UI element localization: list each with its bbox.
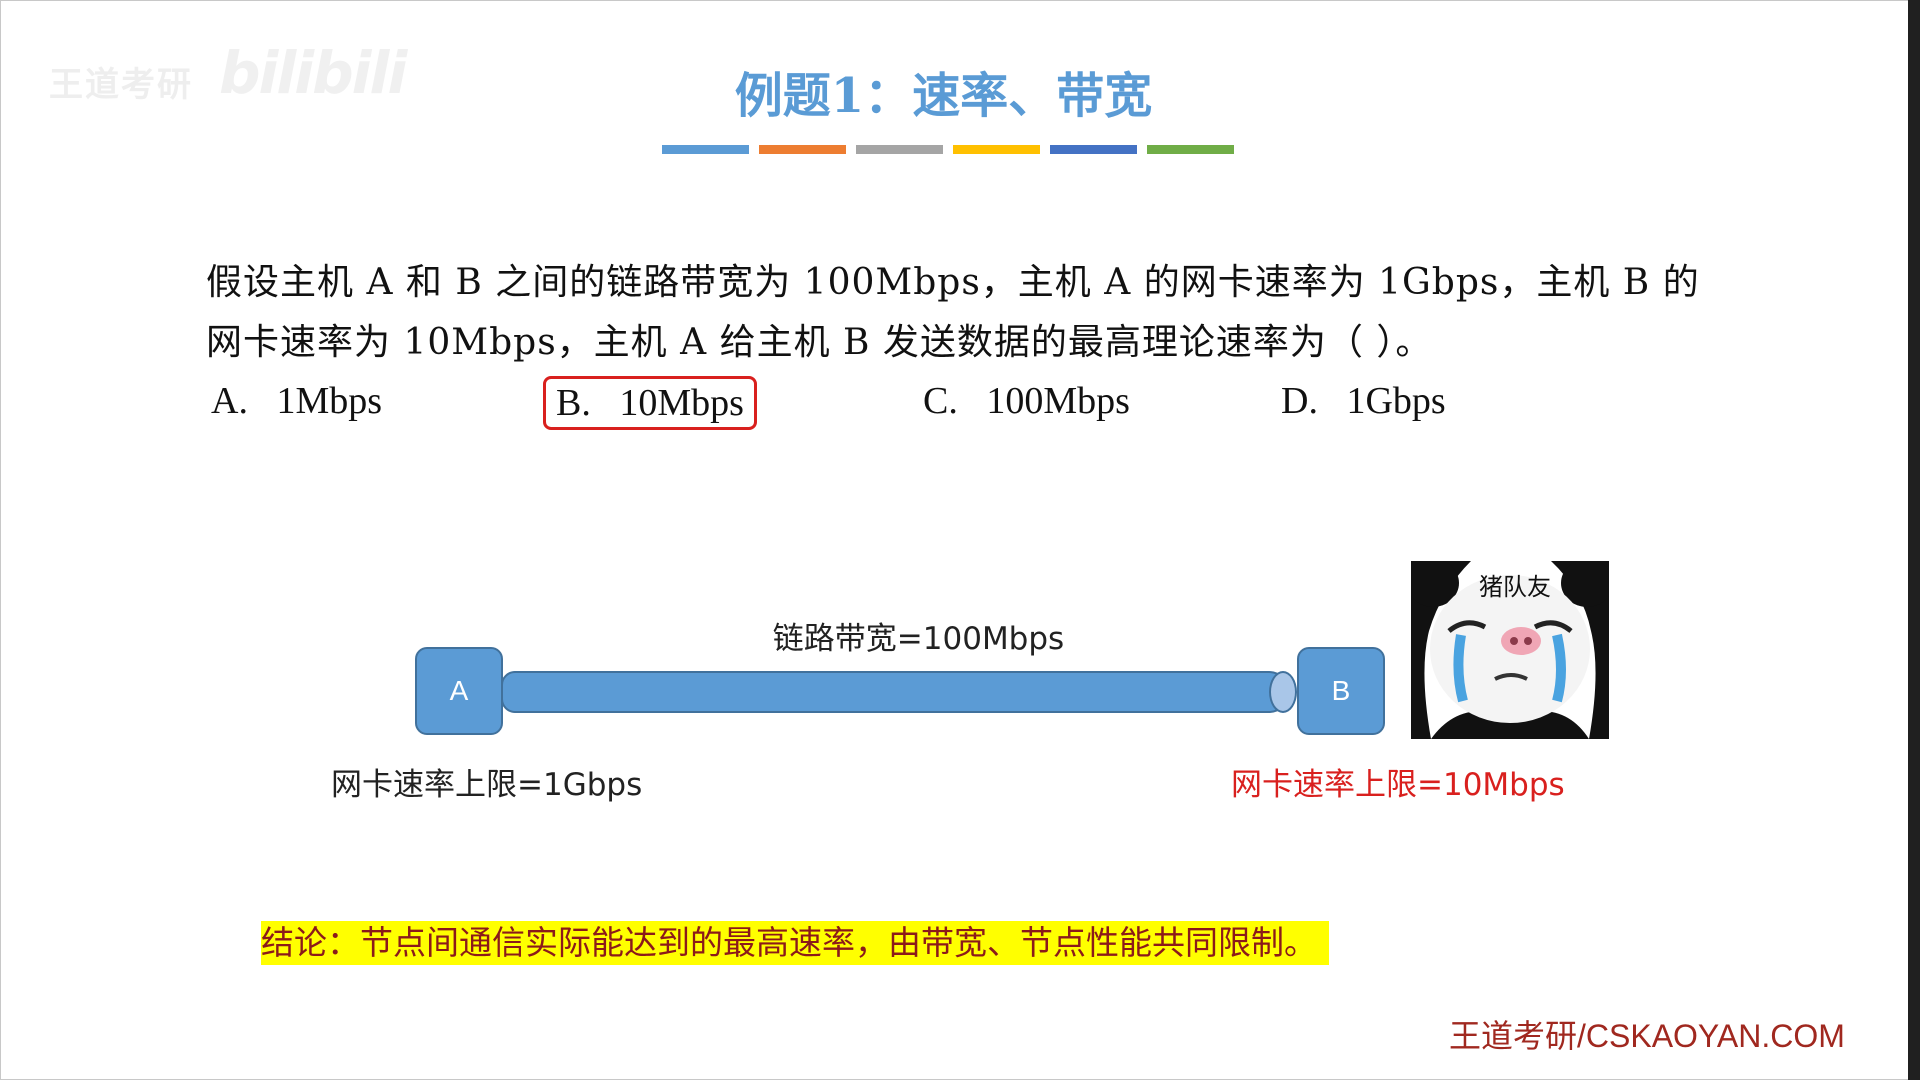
option-d: D. 1Gbps [1281,380,1446,422]
node-a: A [415,647,503,735]
underline-bar [1147,145,1234,154]
window-edge [1908,0,1920,1080]
conclusion-text: 结论：节点间通信实际能达到的最高速率，由带宽、节点性能共同限制。 [261,921,1329,965]
underline-bar [953,145,1040,154]
option-a: A. 1Mbps [211,380,383,422]
crying-panda-meme-icon [1411,561,1609,739]
underline-bar [759,145,846,154]
nic-a-label: 网卡速率上限=1Gbps [331,767,643,803]
question-text: 假设主机 A 和 B 之间的链路带宽为 100Mbps，主机 A 的网卡速率为 … [206,253,1736,373]
link-pipe [501,671,1289,713]
node-b: B [1297,647,1385,735]
link-pipe-end [1269,671,1297,713]
title-underline-bars [662,145,1234,154]
link-bandwidth-label: 链路带宽=100Mbps [772,621,1065,657]
nic-b-label: 网卡速率上限=10Mbps [1231,767,1565,803]
footer-brand: 王道考研/CSKAOYAN.COM [1449,1018,1845,1054]
meme-caption: 猪队友 [1479,573,1551,601]
bilibili-watermark: bilibili [219,39,407,107]
underline-bar [662,145,749,154]
option-c: C. 100Mbps [923,380,1130,422]
slide-title: 例题1：速率、带宽 [734,68,1153,124]
question-line-1: 假设主机 A 和 B 之间的链路带宽为 100Mbps，主机 A 的网卡速率为 … [206,262,1700,303]
underline-bar [856,145,943,154]
underline-bar [1050,145,1137,154]
watermark-logo-text: 王道考研 [49,65,193,105]
option-b-selected: B. 10Mbps [543,376,757,430]
question-line-2: 网卡速率为 10Mbps，主机 A 给主机 B 发送数据的最高理论速率为（ ）。 [206,322,1433,363]
